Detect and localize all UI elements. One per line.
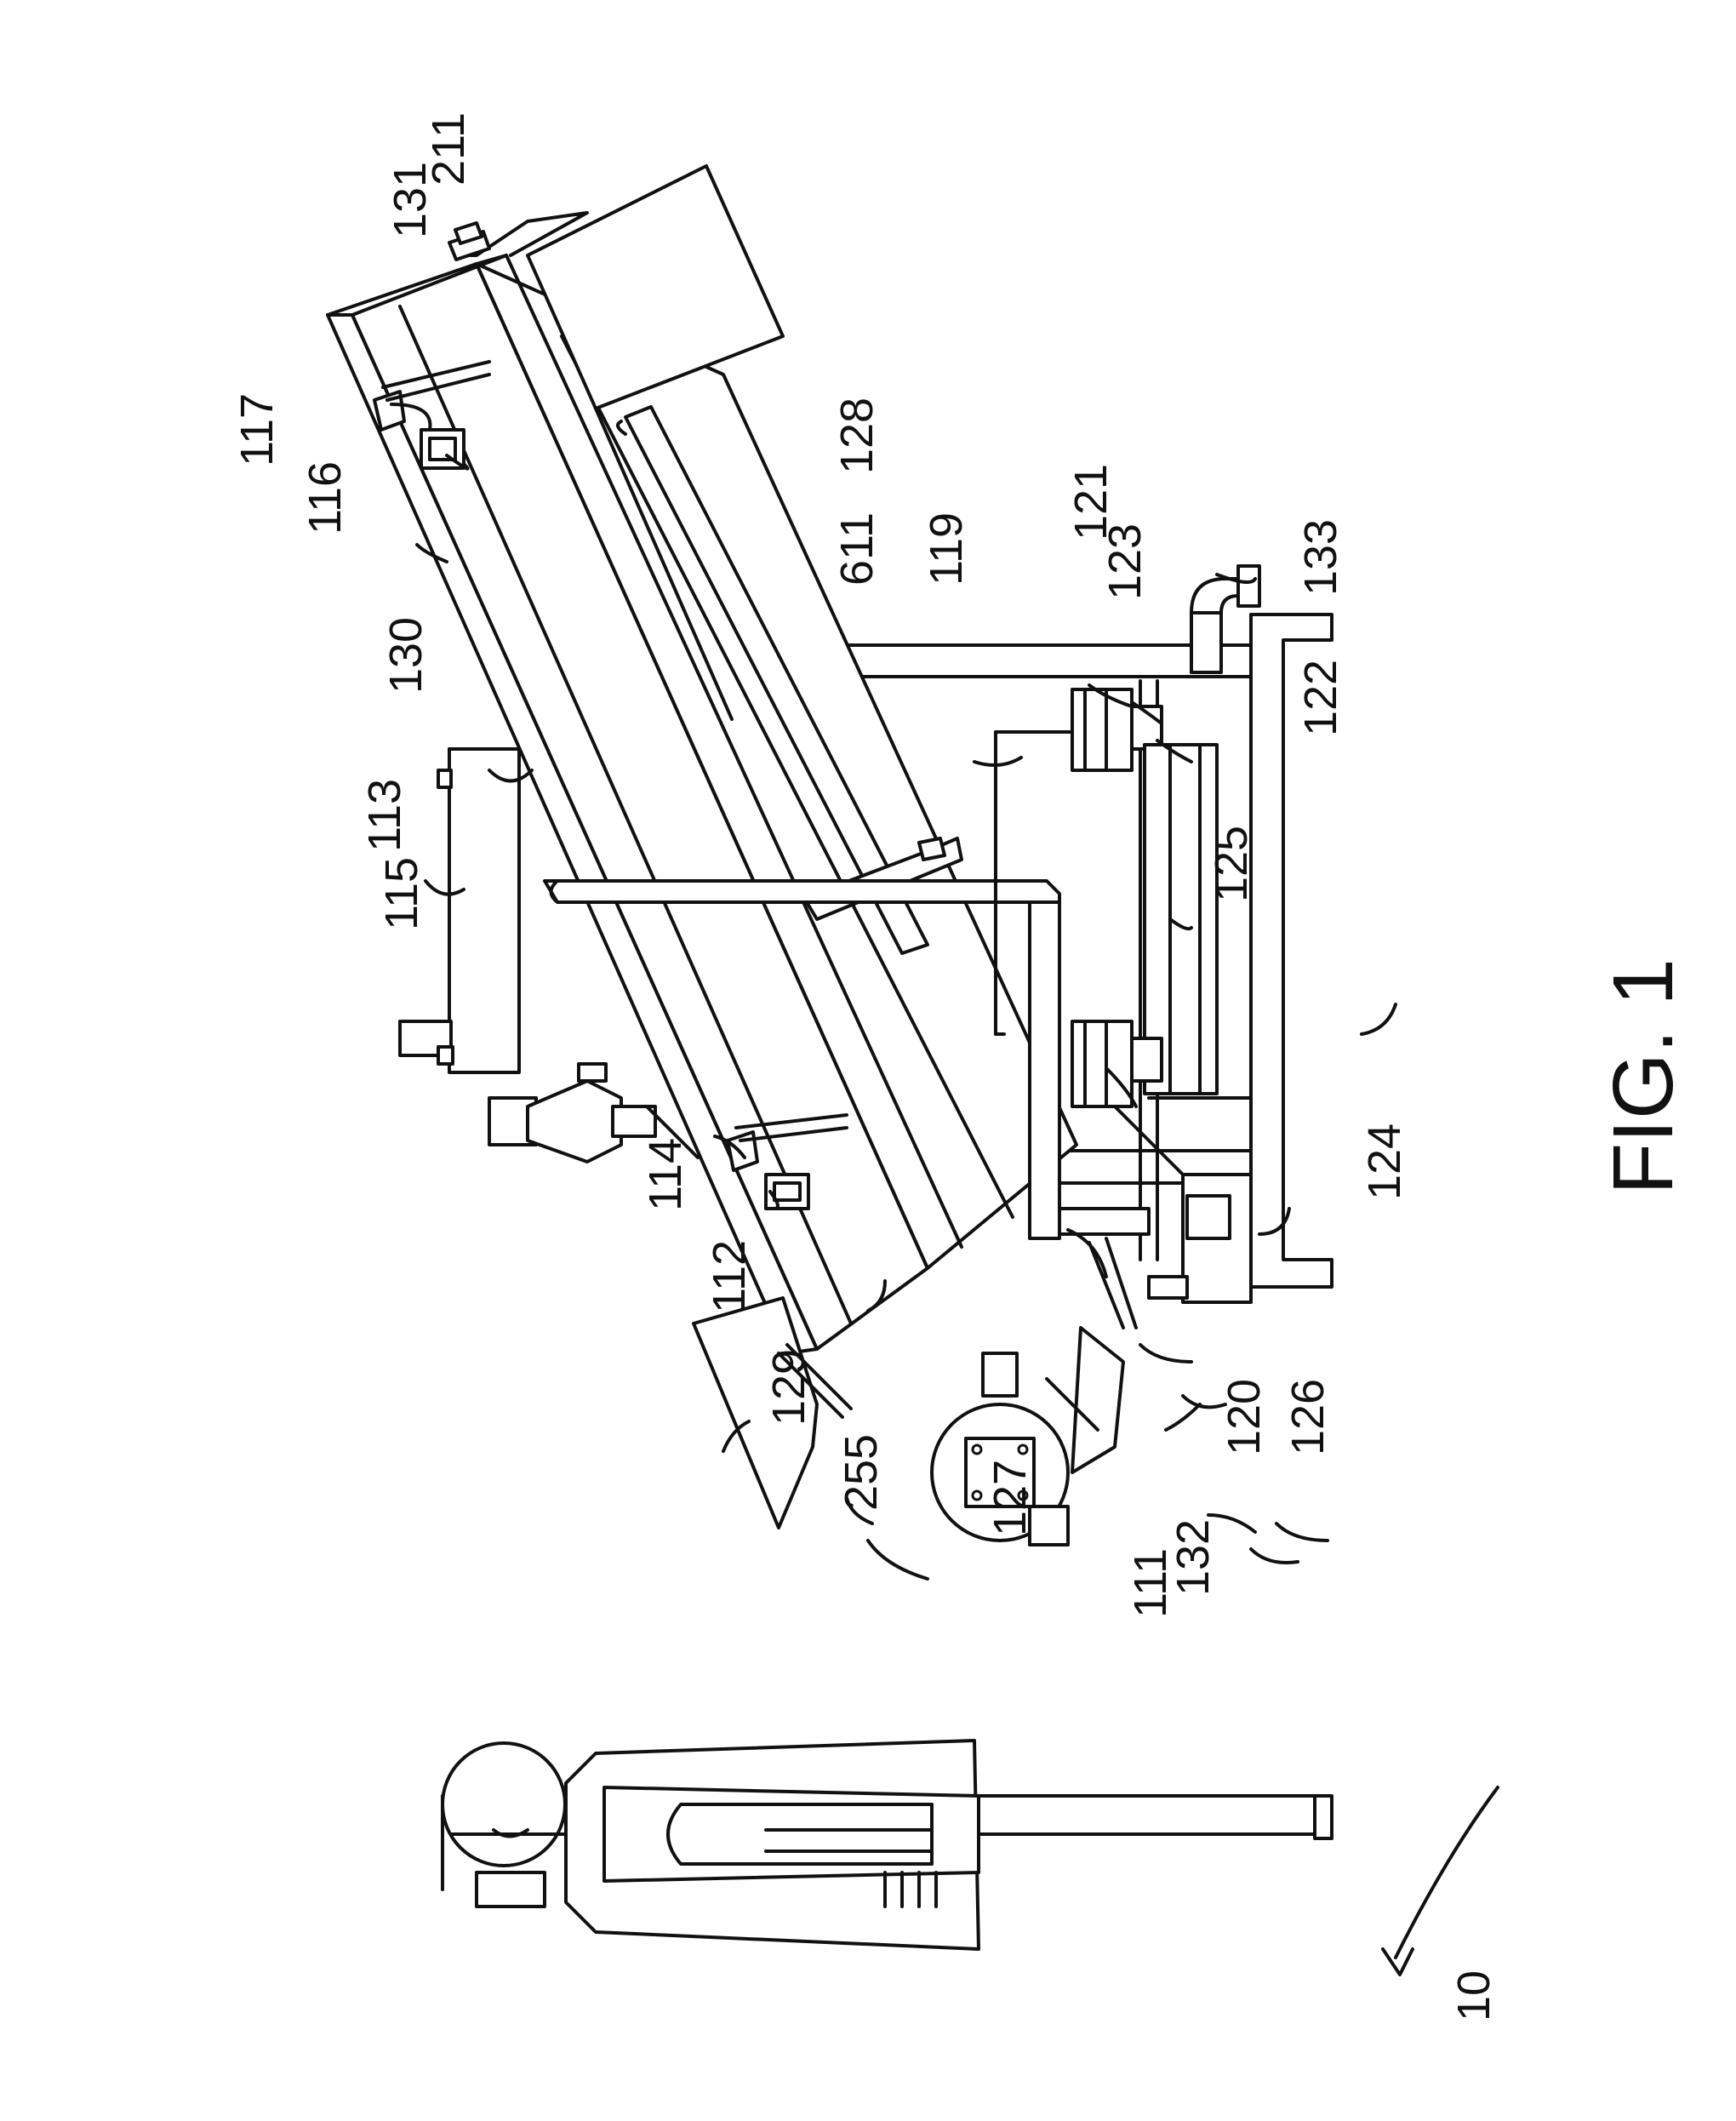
label-123: 123: [1099, 523, 1151, 600]
label-255: 255: [836, 1434, 887, 1511]
label-115: 115: [376, 857, 427, 930]
label-127: 127: [985, 1460, 1036, 1536]
label-111: 111: [1125, 1548, 1176, 1618]
label-130: 130: [380, 617, 431, 694]
label-126: 126: [1282, 1379, 1333, 1455]
label-114: 114: [640, 1138, 691, 1211]
figure-caption: FIG. 1: [1596, 958, 1691, 1195]
label-129: 129: [763, 1349, 814, 1426]
human-figure: [443, 1741, 1332, 1949]
label-133: 133: [1295, 519, 1346, 596]
label-131: 131: [385, 162, 436, 238]
label-611: 611: [831, 512, 882, 586]
label-116: 116: [300, 461, 351, 535]
label-113: 113: [359, 779, 410, 852]
label-128: 128: [831, 397, 882, 474]
label-122: 122: [1295, 660, 1346, 736]
motor-126: [1115, 1098, 1251, 1302]
label-112: 112: [704, 1240, 755, 1313]
label-124: 124: [1359, 1123, 1410, 1200]
label-10: 10: [1448, 1970, 1499, 2021]
label-117: 117: [231, 393, 283, 466]
label-125: 125: [1206, 826, 1257, 902]
label-119: 119: [921, 512, 972, 586]
label-120: 120: [1219, 1379, 1270, 1455]
